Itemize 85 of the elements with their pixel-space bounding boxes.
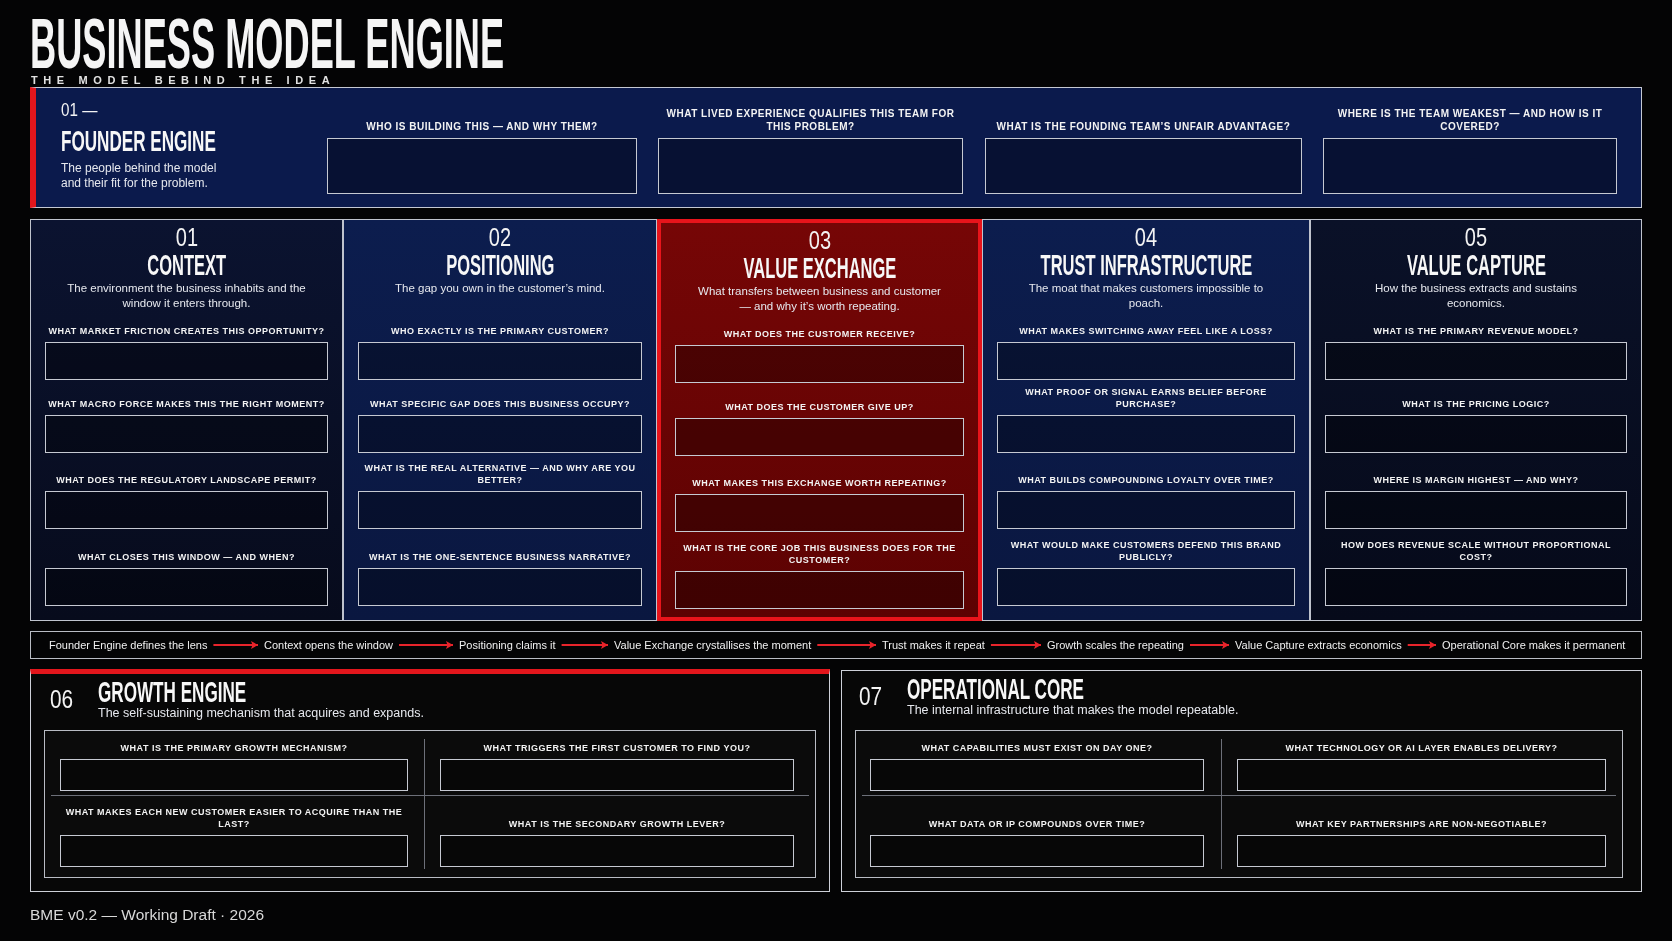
- flow-step-label: Operational Core makes it permanent: [1436, 632, 1632, 658]
- section-number: 03: [808, 226, 831, 254]
- question-label: WHAT KEY PARTNERSHIPS ARE NON-NEGOTIABLE?: [1295, 818, 1548, 830]
- flow-step-label: Trust makes it repeat: [876, 632, 991, 658]
- section-number: 01 —: [61, 99, 98, 121]
- question-label: WHAT IS THE PRIMARY GROWTH MECHANISM?: [120, 742, 348, 754]
- flow-arrow: [1406, 641, 1437, 649]
- flow-arrow: [816, 641, 877, 649]
- question-label: HOW DOES REVENUE SCALE WITHOUT PROPORTIONAL COST?: [1340, 539, 1612, 563]
- flow-arrow: [1189, 641, 1230, 649]
- question-label: WHAT MARKET FRICTION CREATES THIS OPPORTUNITY?: [48, 325, 325, 337]
- section-heading: CONTEXT: [147, 252, 226, 278]
- question-label: WHAT DATA OR IP COMPOUNDS OVER TIME?: [928, 818, 1146, 830]
- question-label: WHAT IS THE CORE JOB THIS BUSINESS DOES FOR THE CUSTOMER?: [682, 542, 957, 566]
- section-panel: [982, 219, 1310, 621]
- question-grid: [855, 730, 1623, 878]
- section-description: The gap you own in the customer’s mind.: [395, 281, 605, 296]
- flow-step-label: Value Capture extracts economics: [1229, 632, 1408, 658]
- question-label: WHAT DOES THE CUSTOMER GIVE UP?: [725, 401, 914, 413]
- section-panel: [657, 219, 982, 621]
- question-label: WHAT BUILDS COMPOUNDING LOYALTY OVER TIME?: [1018, 474, 1274, 486]
- question-label: WHAT IS THE PRICING LOGIC?: [1402, 398, 1550, 410]
- question-label: WHAT DOES THE REGULATORY LANDSCAPE PERMIT?: [56, 474, 317, 486]
- section-panel: [30, 87, 1642, 208]
- question-label: WHAT PROOF OR SIGNAL EARNS BELIEF BEFORE PURCHASE?: [1024, 386, 1268, 410]
- section-panel: [841, 670, 1642, 892]
- footer-note: BME v0.2 — Working Draft · 2026: [30, 905, 265, 925]
- section-heading: TRUST INFRASTRUCTURE: [1040, 252, 1252, 278]
- question-label: WHAT MAKES THIS EXCHANGE WORTH REPEATING?: [692, 477, 947, 489]
- flow-arrow: [212, 641, 259, 649]
- section-description: What transfers between business and customer — and why it’s worth repeating.: [697, 284, 942, 314]
- section-description: The internal infrastructure that makes the model repeatable.: [907, 703, 1239, 718]
- question-label: WHAT LIVED EXPERIENCE QUALIFIES THIS TEAM FOR THIS PROBLEM?: [665, 107, 956, 133]
- section-panel: [30, 219, 343, 621]
- question-label: WHAT IS THE ONE-SENTENCE BUSINESS NARRATIVE?: [368, 551, 632, 563]
- flow-step-label: Positioning claims it: [453, 632, 562, 658]
- section-number: 07: [859, 681, 883, 711]
- flow-arrow: [398, 641, 454, 649]
- section-description: The people behind the model and their fit for the problem.: [61, 161, 218, 191]
- question-label: WHO EXACTLY IS THE PRIMARY CUSTOMER?: [391, 325, 609, 337]
- page-subtitle: THE MODEL BEBIND THE IDEA: [31, 74, 336, 86]
- section-heading: GROWTH ENGINE: [98, 679, 247, 705]
- question-label: WHERE IS MARGIN HIGHEST — AND WHY?: [1373, 474, 1579, 486]
- question-label: WHAT MAKES EACH NEW CUSTOMER EASIER TO ACQUIRE THAN THE LAST?: [64, 806, 404, 830]
- section-heading: VALUE EXCHANGE: [743, 255, 896, 281]
- question-label: WHAT IS THE REAL ALTERNATIVE — AND WHY ARE YOU BETTER?: [363, 462, 637, 486]
- flow-step-label: Founder Engine defines the lens: [43, 632, 214, 658]
- question-grid: [44, 730, 816, 878]
- flow-step-label: Value Exchange crystallises the moment: [608, 632, 818, 658]
- question-label: WHAT MACRO FORCE MAKES THIS THE RIGHT MOMENT?: [48, 398, 325, 410]
- section-heading: OPERATIONAL CORE: [907, 676, 1085, 702]
- question-label: WHO IS BUILDING THIS — AND WHY THEM?: [366, 120, 598, 133]
- section-description: How the business extracts and sustains economics.: [1374, 281, 1578, 311]
- question-label: WHAT CAPABILITIES MUST EXIST ON DAY ONE?: [921, 742, 1153, 754]
- question-label: WHERE IS THE TEAM WEAKEST — AND HOW IS IT COVERED?: [1336, 107, 1604, 133]
- question-label: WHAT TRIGGERS THE FIRST CUSTOMER TO FIND YOU?: [483, 742, 751, 754]
- section-description: The moat that makes customers impossible to poach.: [1027, 281, 1265, 311]
- section-heading: VALUE CAPTURE: [1406, 252, 1546, 278]
- flow-arrow: [989, 641, 1042, 649]
- section-number: 06: [50, 684, 74, 714]
- question-label: WHAT IS THE PRIMARY REVENUE MODEL?: [1373, 325, 1579, 337]
- section-heading: FOUNDER ENGINE: [61, 128, 216, 154]
- section-number: 02: [488, 223, 512, 251]
- flow-strip: [30, 631, 1642, 659]
- flow-step-label: Context opens the window: [258, 632, 400, 658]
- section-number: 05: [1464, 223, 1488, 251]
- section-panel: [343, 219, 657, 621]
- question-label: WHAT CLOSES THIS WINDOW — AND WHEN?: [78, 551, 295, 563]
- flow-arrow: [560, 641, 609, 649]
- section-number: 04: [1134, 223, 1158, 251]
- section-panel: [1310, 219, 1642, 621]
- section-heading: POSITIONING: [445, 252, 555, 278]
- question-label: WHAT SPECIFIC GAP DOES THIS BUSINESS OCCUPY?: [369, 398, 631, 410]
- question-label: WHAT MAKES SWITCHING AWAY FEEL LIKE A LOSS?: [1019, 325, 1273, 337]
- question-label: WHAT DOES THE CUSTOMER RECEIVE?: [723, 328, 916, 340]
- question-label: WHAT WOULD MAKE CUSTOMERS DEFEND THIS BRAND PUBLICLY?: [1009, 539, 1283, 563]
- page-title: BUSINESS MODEL ENGINE: [30, 15, 505, 72]
- section-description: The self-sustaining mechanism that acquires and expands.: [98, 706, 424, 721]
- flow-step-label: Growth scales the repeating: [1041, 632, 1190, 658]
- section-number: 01: [175, 223, 198, 251]
- question-label: WHAT IS THE SECONDARY GROWTH LEVER?: [508, 818, 726, 830]
- section-panel: [30, 669, 830, 892]
- section-description: The environment the business inhabits and the window it enters through.: [66, 281, 307, 311]
- question-label: WHAT TECHNOLOGY OR AI LAYER ENABLES DELIVERY?: [1285, 742, 1558, 754]
- question-label: WHAT IS THE FOUNDING TEAM’S UNFAIR ADVANTAGE?: [996, 120, 1291, 133]
